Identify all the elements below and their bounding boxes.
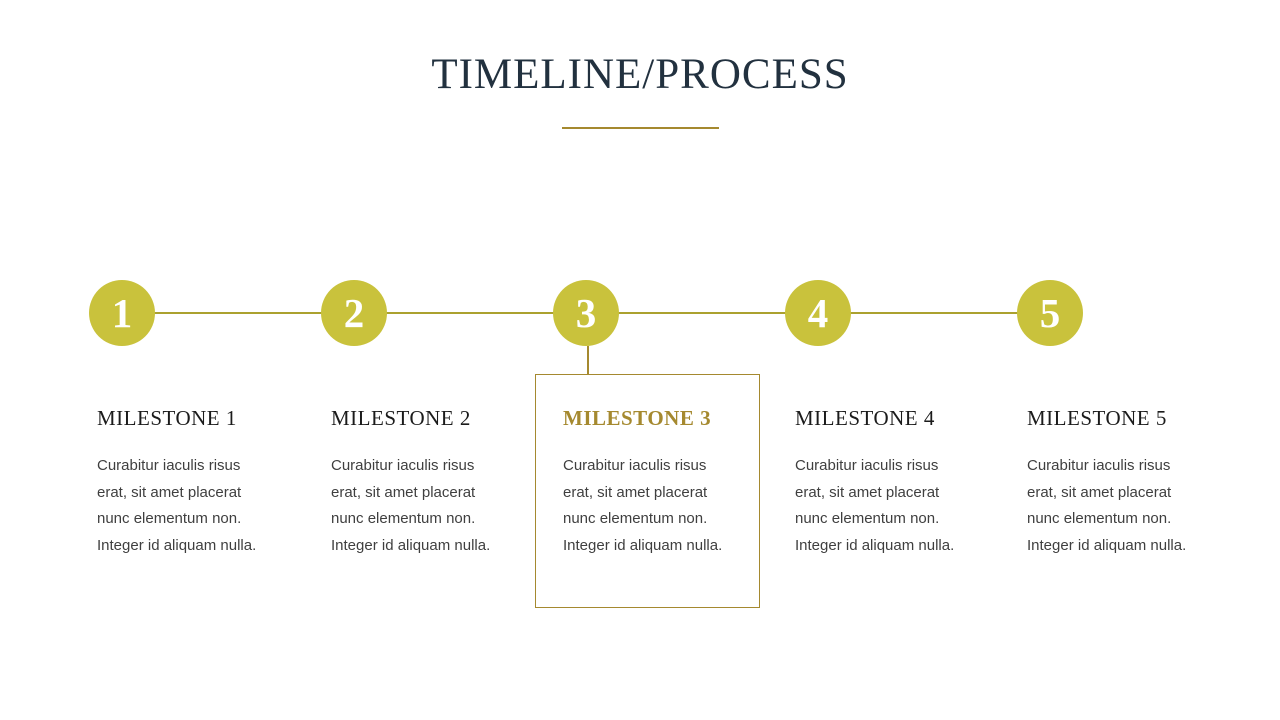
milestone-2-title: MILESTONE 2: [331, 406, 471, 430]
milestone-column-4: MILESTONE 4 Curabitur iaculis risus erat…: [795, 406, 995, 560]
milestone-column-1: MILESTONE 1 Curabitur iaculis risus erat…: [97, 406, 297, 560]
timeline-node-4: 4: [785, 280, 851, 346]
timeline-node-3: 3: [553, 280, 619, 346]
milestone-3-highlight-box: [535, 374, 760, 608]
milestone-3-body: Curabitur iaculis risus erat, sit amet p…: [563, 457, 723, 555]
milestone-3-connector-line: [587, 346, 589, 375]
milestone-column-5: MILESTONE 5 Curabitur iaculis risus erat…: [1027, 406, 1227, 560]
milestone-4-body: Curabitur iaculis risus erat, sit amet p…: [795, 457, 955, 555]
milestone-4-title: MILESTONE 4: [795, 406, 935, 430]
milestone-1-title: MILESTONE 1: [97, 406, 237, 430]
page-title: TIMELINE/PROCESS: [431, 51, 849, 98]
milestone-column-3: MILESTONE 3 Curabitur iaculis risus erat…: [563, 406, 763, 560]
timeline-node-2-number: 2: [343, 289, 365, 336]
title-underline-rule: [562, 127, 719, 129]
timeline-node-2: 2: [321, 280, 387, 346]
timeline-node-3-number: 3: [575, 289, 597, 336]
timeline-node-1: 1: [89, 280, 155, 346]
milestone-5-body: Curabitur iaculis risus erat, sit amet p…: [1027, 457, 1187, 555]
milestone-2-body: Curabitur iaculis risus erat, sit amet p…: [331, 457, 491, 555]
milestone-3-title: MILESTONE 3: [563, 406, 712, 430]
timeline-node-5: 5: [1017, 280, 1083, 346]
timeline-node-4-number: 4: [807, 289, 829, 336]
milestone-5-title: MILESTONE 5: [1027, 406, 1167, 430]
milestone-column-2: MILESTONE 2 Curabitur iaculis risus erat…: [331, 406, 531, 560]
timeline-node-1-number: 1: [111, 289, 133, 336]
milestone-1-body: Curabitur iaculis risus erat, sit amet p…: [97, 457, 257, 555]
timeline-node-5-number: 5: [1039, 289, 1061, 336]
